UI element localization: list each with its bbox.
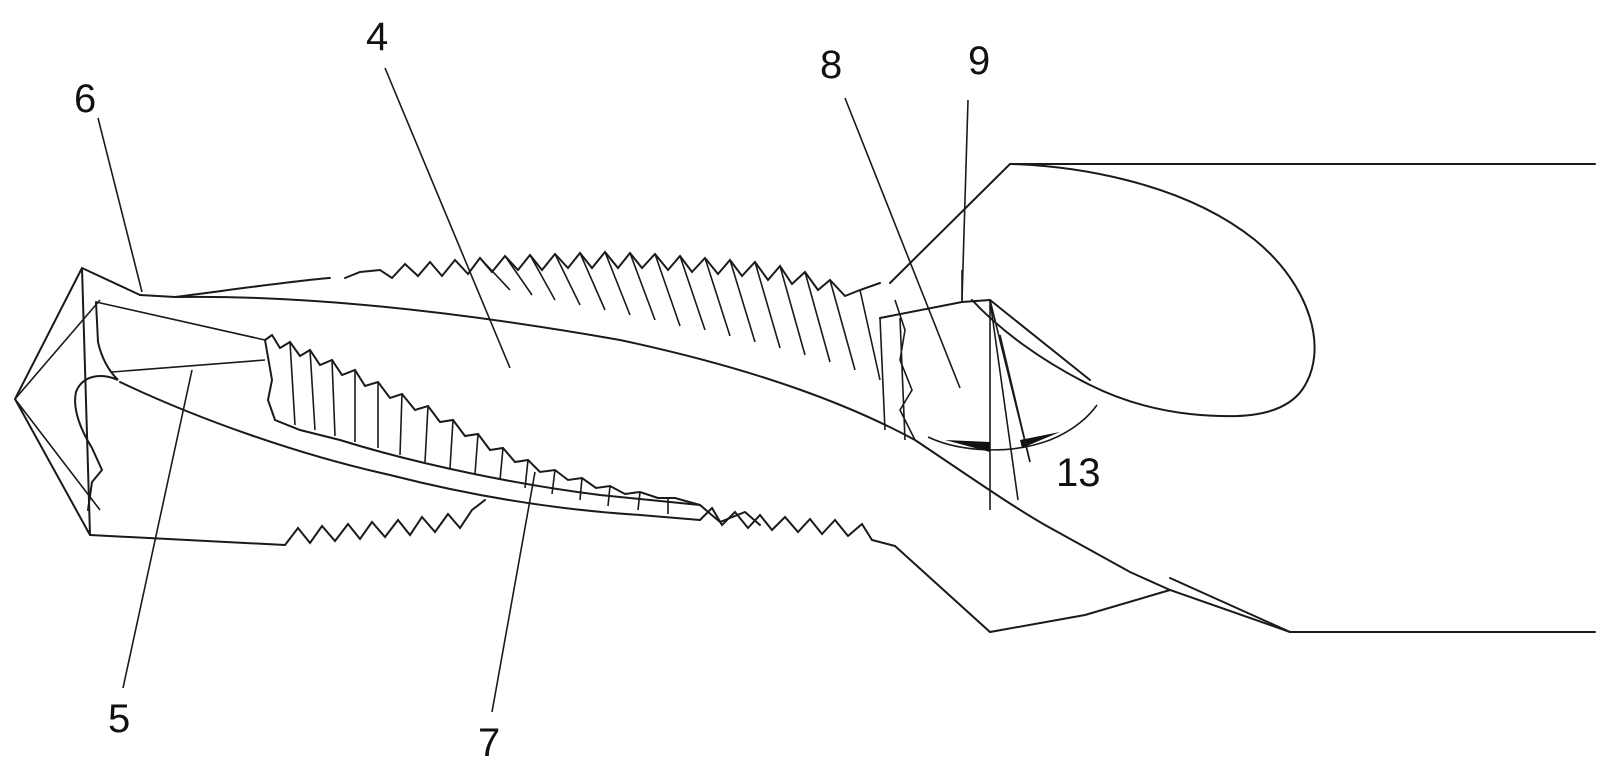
- flute-hook: [74, 301, 119, 511]
- reference-numerals: 4 6 5 7 8 9 13: [74, 15, 1101, 765]
- ref-label-6: 6: [74, 77, 96, 121]
- upper-thread: [344, 250, 916, 441]
- middle-thread: [264, 333, 761, 526]
- ref-label-9: 9: [968, 39, 990, 83]
- leader-6: [97, 117, 143, 293]
- leader-7: [491, 471, 536, 713]
- ref-label-5: 5: [108, 697, 130, 741]
- ref-label-7: 7: [478, 721, 500, 765]
- drill-tip: [14, 267, 286, 546]
- tool-shank: [889, 163, 1596, 633]
- leader-13: [999, 334, 1031, 463]
- shank-loop: [971, 163, 1316, 418]
- ref-label-4: 4: [366, 15, 388, 59]
- leader-4: [384, 67, 511, 369]
- leader-5: [122, 369, 193, 689]
- leader-lines: [97, 67, 1031, 713]
- angle-indicator-13: [927, 404, 1098, 452]
- leader-9: [961, 99, 969, 301]
- lower-thread: [284, 499, 896, 547]
- tool-body: [119, 270, 1291, 634]
- ref-label-8: 8: [820, 43, 842, 87]
- arc-arrowhead-right: [1020, 432, 1060, 448]
- leader-8: [844, 97, 961, 389]
- ref-label-13: 13: [1056, 451, 1101, 495]
- arc-arrowhead-left: [945, 440, 990, 452]
